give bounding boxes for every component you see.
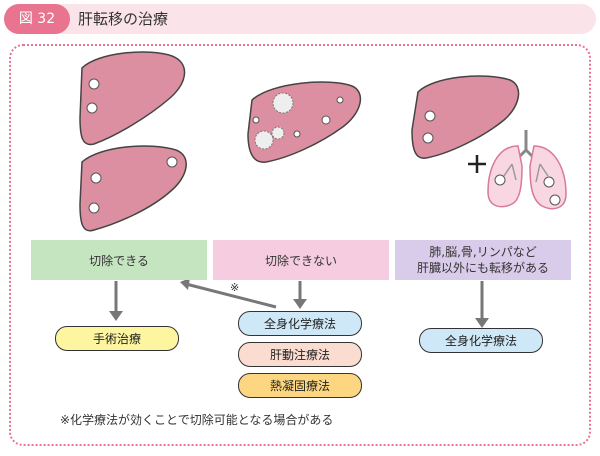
- treatment-surgery: 手術治療: [55, 326, 179, 351]
- title-bar: [4, 4, 596, 34]
- liver-resectable-1-icon: [79, 51, 186, 146]
- page-title: 肝転移の治療: [78, 10, 169, 28]
- figure-badge: 図 32: [4, 4, 70, 34]
- arrow-unresectable-to-treatments-icon: [293, 281, 307, 309]
- liver-resectable-2-icon: [79, 145, 187, 232]
- arrow-resectable-to-surgery-icon: [109, 281, 123, 321]
- arrow-footnote-mark: ※: [230, 281, 240, 294]
- category-resectable: 切除できる: [31, 240, 207, 280]
- liver-metastatic-icon: [411, 75, 520, 159]
- category-unresectable: 切除できない: [213, 240, 389, 280]
- category-other-organs-line1: 肺,脳,骨,リンパなど: [429, 245, 537, 259]
- arrow-chemo-to-resectable-icon: [180, 278, 277, 309]
- category-other-organs: 肺,脳,骨,リンパなど 肝臓以外にも転移がある: [395, 240, 571, 280]
- treatment-thermal-ablation: 熱凝固療法: [238, 373, 362, 398]
- liver-unresectable-icon: [247, 81, 362, 163]
- footnote: ※化学療法が効くことで切除可能となる場合がある: [60, 413, 334, 427]
- plus-icon: [468, 155, 486, 173]
- treatment-systemic-chemo-other: 全身化学療法: [419, 328, 543, 353]
- diagram-frame: [9, 44, 591, 446]
- arrow-other-organs-to-chemo-icon: [475, 281, 489, 328]
- treatment-hepatic-arterial: 肝動注療法: [238, 342, 362, 367]
- lungs-icon: [487, 130, 567, 210]
- category-other-organs-line2: 肝臓以外にも転移がある: [416, 261, 549, 275]
- treatment-systemic-chemo: 全身化学療法: [238, 311, 362, 336]
